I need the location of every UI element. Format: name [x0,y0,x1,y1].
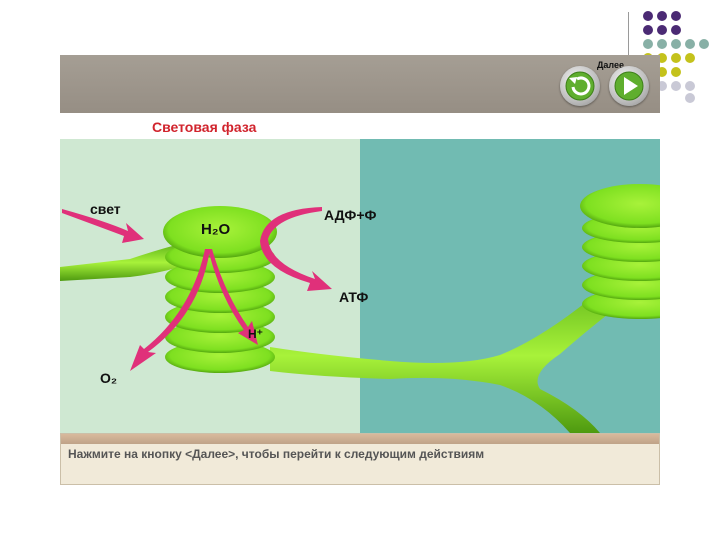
light-label: свет [90,201,121,217]
proton-label: H⁺ [248,327,263,341]
light-phase-diagram: свет H₂O АДФ+Ф АТФ H⁺ O₂ [60,139,660,433]
next-label: Далее [597,60,625,70]
next-button[interactable] [609,66,649,106]
atp-label: АТФ [339,289,369,305]
adp-label: АДФ+Ф [324,207,377,223]
page-title: Световая фаза [152,119,257,135]
instruction-bar: Нажмите на кнопку <Далее>, чтобы перейти… [60,433,660,485]
instruction-text: Нажмите на кнопку <Далее>, чтобы перейти… [68,447,485,461]
instruction-bar-strip [61,434,659,444]
water-label: H₂O [201,221,231,238]
undo-arrow-icon [565,71,595,101]
play-triangle-icon [614,71,644,101]
decorative-dots [643,11,709,103]
back-button[interactable] [560,66,600,106]
thylakoid-stack-left [163,206,277,373]
thylakoid-stack-right [580,184,660,319]
oxygen-label: O₂ [100,370,118,386]
